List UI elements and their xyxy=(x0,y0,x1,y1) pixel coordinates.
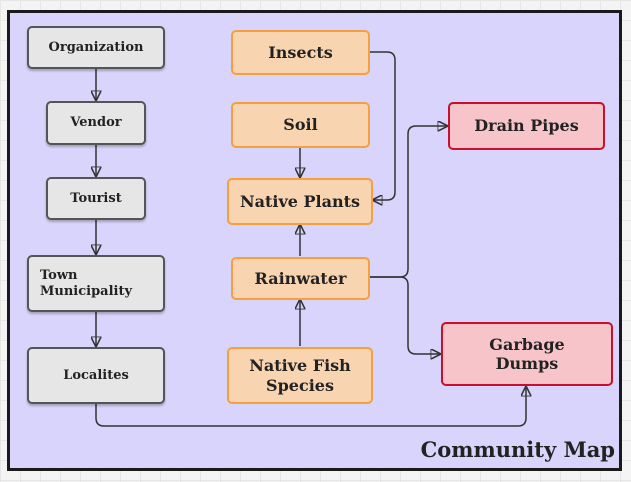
node-town-municipality-label: Town Municipality xyxy=(40,267,133,299)
node-tourist[interactable]: Tourist xyxy=(46,177,146,220)
node-drain-pipes-label: Drain Pipes xyxy=(474,116,579,136)
node-native-plants-label: Native Plants xyxy=(239,191,360,211)
node-native-fish-species[interactable]: Native Fish Species xyxy=(227,347,373,404)
node-localites-label: Localites xyxy=(63,367,129,383)
node-organization[interactable]: Organization xyxy=(27,26,165,69)
node-vendor-label: Vendor xyxy=(70,115,122,131)
node-garbage-dumps[interactable]: Garbage Dumps xyxy=(441,322,613,386)
node-rainwater[interactable]: Rainwater xyxy=(231,257,370,300)
node-drain-pipes[interactable]: Drain Pipes xyxy=(448,102,605,150)
diagram-title: Community Map xyxy=(420,437,615,462)
node-vendor[interactable]: Vendor xyxy=(46,101,146,145)
node-native-fish-species-label: Native Fish Species xyxy=(249,356,351,395)
node-garbage-dumps-label: Garbage Dumps xyxy=(489,334,565,373)
node-insects-label: Insects xyxy=(268,42,333,62)
node-town-municipality[interactable]: Town Municipality xyxy=(27,255,165,312)
node-soil-label: Soil xyxy=(283,115,318,135)
node-tourist-label: Tourist xyxy=(70,190,122,206)
node-localites[interactable]: Localites xyxy=(27,347,165,404)
node-organization-label: Organization xyxy=(48,39,144,55)
node-native-plants[interactable]: Native Plants xyxy=(227,178,373,225)
node-soil[interactable]: Soil xyxy=(231,102,370,148)
node-insects[interactable]: Insects xyxy=(231,30,370,75)
node-rainwater-label: Rainwater xyxy=(254,268,347,288)
